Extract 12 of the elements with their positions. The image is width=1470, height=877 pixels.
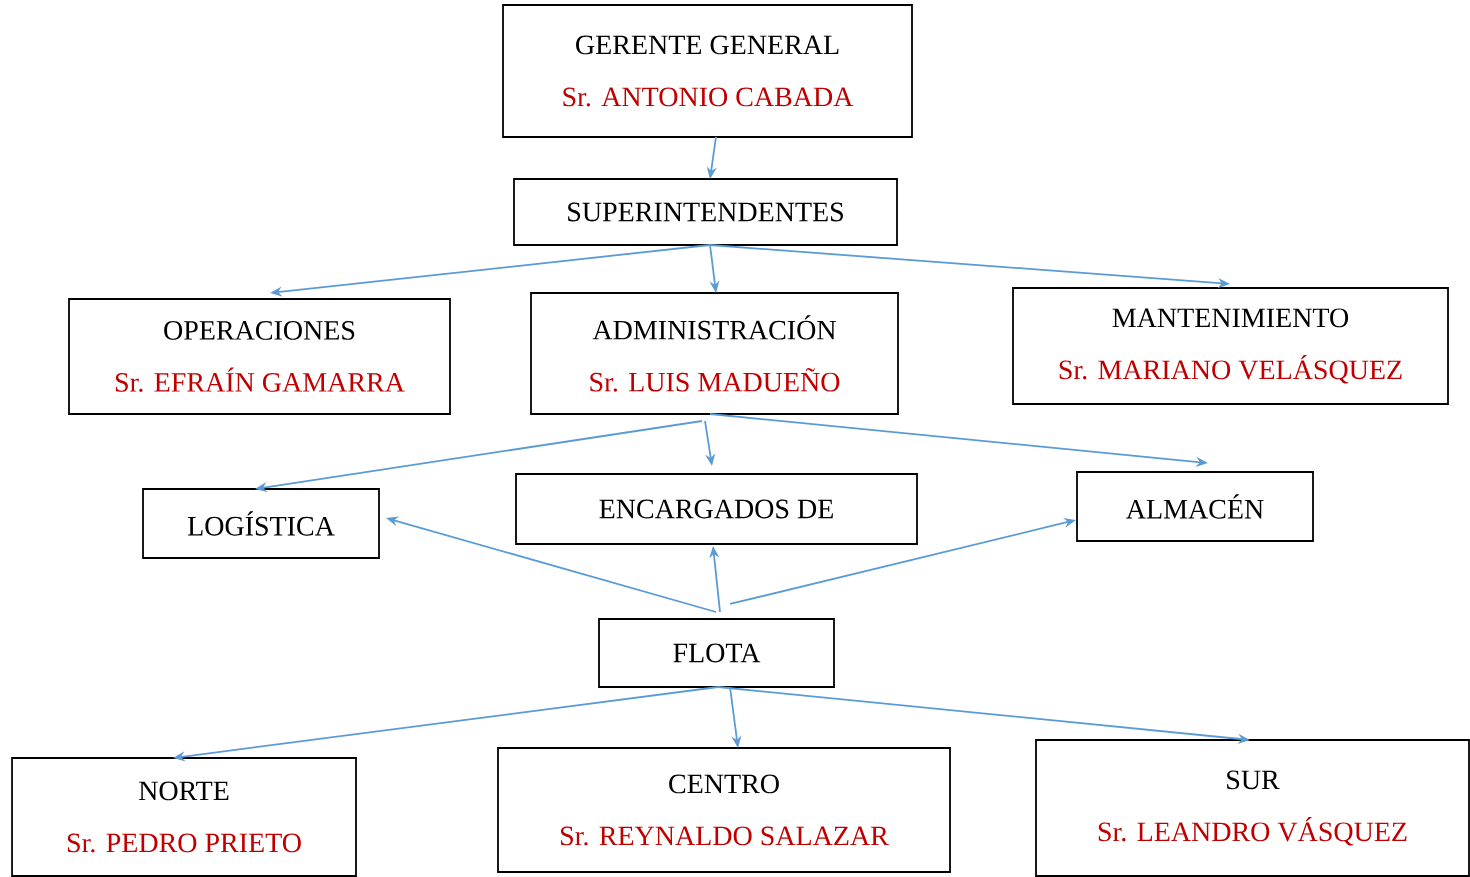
org-box: FLOTA [598, 618, 835, 688]
org-box: ENCARGADOS DE [515, 473, 918, 545]
org-box: ALMACÉN [1076, 471, 1314, 542]
org-box: LOGÍSTICA [142, 488, 380, 559]
org-box: NORTE Sr. PEDRO PRIETO [11, 757, 357, 877]
org-box: SUR Sr. LEANDRO VÁSQUEZ [1035, 739, 1470, 877]
org-box: GERENTE GENERAL Sr. ANTONIO CABADA [502, 4, 913, 138]
org-box: SUPERINTENDENTES [513, 178, 898, 246]
org-box: ADMINISTRACIÓN Sr. LUIS MADUEÑO [530, 292, 899, 415]
org-box: OPERACIONES Sr. EFRAÍN GAMARRA [68, 298, 451, 415]
org-box: CENTRO Sr. REYNALDO SALAZAR [497, 747, 951, 873]
org-box: MANTENIMIENTO Sr. MARIANO VELÁSQUEZ [1012, 287, 1449, 405]
